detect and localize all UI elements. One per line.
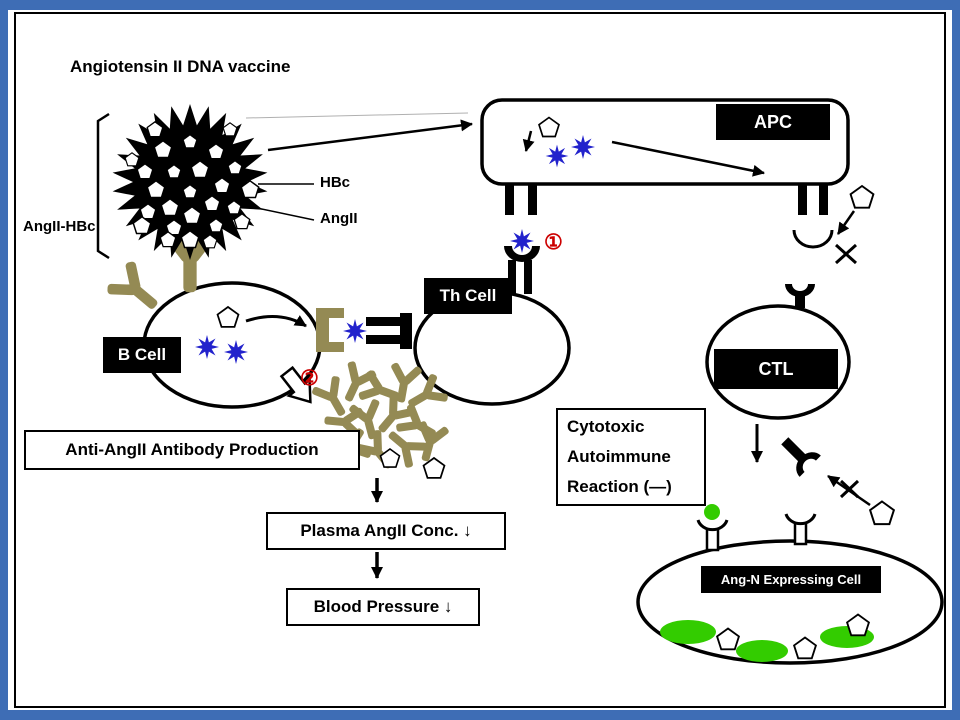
step1-marker: ① (544, 231, 563, 254)
ang-n-cell-label: Ang-N Expressing Cell (701, 566, 881, 593)
vlp-to-apc-arrow (267, 119, 473, 152)
ctl-top-receptor (785, 284, 815, 308)
cytotoxic-line1: Cytotoxic (567, 417, 645, 436)
ang-n-cell-shape (636, 539, 944, 665)
blocked-pentagon-ctl (827, 474, 895, 526)
antibody-production-box: Anti-AngII Antibody Production (24, 430, 360, 470)
angii-hbc-bracket (96, 112, 110, 260)
cytotoxic-box: Cytotoxic Autoimmune Reaction (—) (556, 408, 706, 506)
label-angii-hbc: AngII-HBc (23, 218, 96, 235)
apc-internal-antigens (522, 116, 765, 177)
secretion-block-arrow (279, 365, 312, 404)
label-angii: AngII (320, 210, 358, 227)
apc-label: APC (716, 104, 830, 140)
page-title: Angiotensin II DNA vaccine (70, 57, 291, 76)
vlp-particle-icon (112, 104, 268, 260)
th-cell-label: Th Cell (424, 278, 512, 314)
ctl-label: CTL (714, 349, 838, 389)
blood-pressure-box: Blood Pressure ↓ (286, 588, 480, 626)
label-pointer-lines (251, 183, 315, 221)
b-cell-internal-antigens (195, 306, 307, 364)
plasma-box: Plasma AngII Conc. ↓ (266, 512, 506, 550)
ctl-bottom-receptor (781, 437, 821, 477)
label-hbc: HBc (320, 174, 351, 191)
step2-marker: ② (300, 367, 319, 390)
ang-n-internal-antigens (660, 613, 874, 662)
vlp-apc-thin-line (245, 112, 469, 119)
b-cell-label: B Cell (103, 337, 181, 373)
slide-border (14, 12, 946, 708)
apc-right-mhc (792, 185, 875, 265)
apc-th-synapse (504, 183, 540, 294)
ang-n-left-receptor (696, 504, 729, 552)
cytotoxic-line2: Autoimmune (567, 447, 671, 466)
cytotoxic-line3: Reaction (—) (567, 477, 672, 496)
ang-n-right-receptor (784, 513, 817, 546)
b-th-mhc-peptide-complex (316, 308, 412, 352)
